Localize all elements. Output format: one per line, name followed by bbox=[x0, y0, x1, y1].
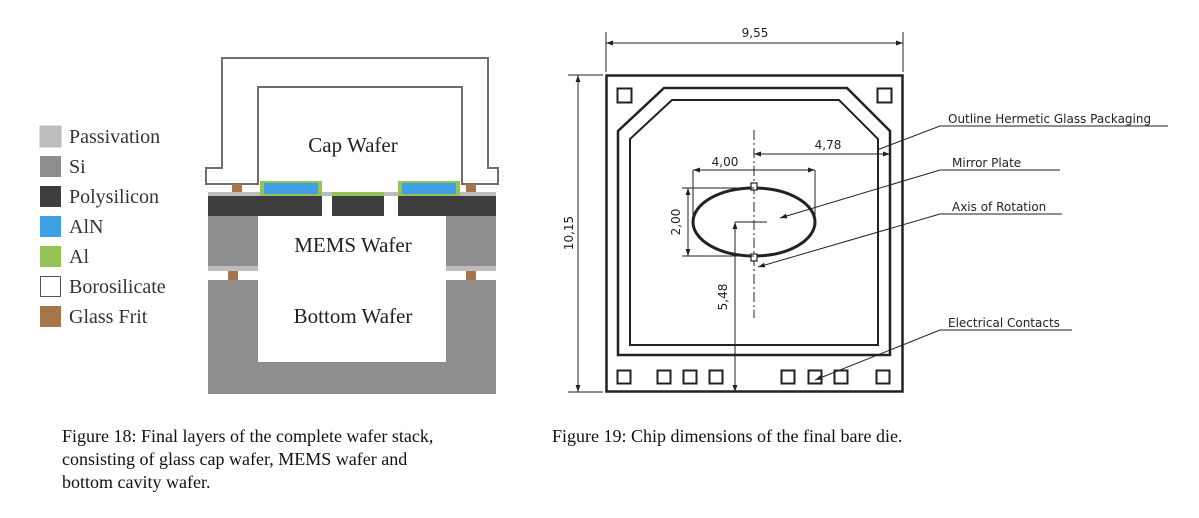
glass-package-outer bbox=[616, 86, 892, 357]
legend-label-polysilicon: Polysilicon bbox=[69, 186, 159, 208]
glass-frit-top-left bbox=[232, 184, 242, 192]
contact-pad bbox=[682, 369, 698, 385]
mems-wafer-si-left bbox=[208, 216, 258, 266]
legend: Passivation Si Polysilicon AlN Al Borosi… bbox=[39, 125, 166, 328]
legend-swatch-polysilicon bbox=[40, 186, 61, 207]
contact-pad bbox=[833, 369, 849, 385]
al-center bbox=[332, 192, 384, 196]
legend-swatch-aln bbox=[40, 216, 61, 237]
legend-item-polysilicon: Polysilicon bbox=[40, 186, 159, 208]
callout-outline: Outline Hermetic Glass Packaging bbox=[948, 112, 1151, 126]
leader-axis bbox=[757, 213, 1062, 268]
callout-mirror: Mirror Plate bbox=[952, 156, 1021, 170]
dim-mirror-width-value: 4,00 bbox=[712, 155, 739, 169]
contact-pad bbox=[807, 369, 823, 385]
legend-swatch-al bbox=[40, 246, 61, 267]
figure19: 9,55 10,15 4,00 4,78 2,00 5,48 Outline H… bbox=[562, 26, 1168, 393]
legend-label-glass-frit: Glass Frit bbox=[69, 306, 148, 328]
cap-wafer bbox=[205, 57, 499, 185]
polysilicon-left bbox=[208, 196, 322, 216]
legend-label-si: Si bbox=[69, 156, 86, 178]
torsion-hinge-top bbox=[750, 182, 758, 191]
legend-label-borosilicate: Borosilicate bbox=[69, 276, 166, 298]
die-outline bbox=[605, 74, 904, 393]
legend-item-borosilicate: Borosilicate bbox=[40, 276, 166, 298]
dim-mirror-height-value: 2,00 bbox=[669, 209, 683, 236]
wafer-cross-section: Cap Wafer MEMS Wafer Bottom Wafer bbox=[205, 57, 499, 394]
leader-outline bbox=[876, 125, 1168, 151]
corner-pad-top-left bbox=[616, 87, 633, 104]
legend-swatch-glass-frit bbox=[40, 306, 61, 327]
glass-frit-top-right bbox=[466, 184, 476, 192]
aln-left bbox=[264, 183, 318, 194]
legend-item-passivation: Passivation bbox=[39, 125, 160, 148]
legend-swatch-passivation bbox=[39, 125, 62, 148]
aln-right bbox=[402, 183, 456, 194]
figure18-caption: Figure 18: Final layers of the complete … bbox=[62, 426, 434, 492]
torsion-hinge-bottom bbox=[750, 253, 758, 262]
legend-swatch-borosilicate bbox=[40, 276, 61, 297]
contact-pad bbox=[780, 369, 796, 385]
glass-frit-bottom-right bbox=[466, 271, 476, 280]
passivation-lower-right bbox=[446, 266, 496, 271]
dim-height-value: 10,15 bbox=[562, 216, 576, 250]
contact-pad bbox=[656, 369, 672, 385]
legend-item-si: Si bbox=[40, 156, 86, 178]
cap-wafer-label: Cap Wafer bbox=[308, 133, 397, 157]
legend-label-al: Al bbox=[69, 246, 89, 268]
dim-width-value: 9,55 bbox=[742, 26, 769, 40]
legend-label-passivation: Passivation bbox=[69, 126, 160, 148]
polysilicon-center bbox=[332, 196, 384, 216]
mems-wafer-label: MEMS Wafer bbox=[294, 233, 412, 257]
passivation-lower-left bbox=[208, 266, 258, 271]
bottom-wafer-label: Bottom Wafer bbox=[294, 304, 413, 328]
contact-pad bbox=[875, 369, 891, 385]
leader-mirror bbox=[779, 169, 1060, 219]
figure18: Passivation Si Polysilicon AlN Al Borosi… bbox=[39, 57, 499, 394]
polysilicon-right bbox=[398, 196, 496, 216]
callout-contacts: Electrical Contacts bbox=[948, 316, 1060, 330]
legend-label-aln: AlN bbox=[69, 216, 103, 238]
legend-item-al: Al bbox=[40, 246, 89, 268]
dim-offset-y-value: 5,48 bbox=[716, 284, 730, 311]
corner-pad-top-right bbox=[876, 87, 893, 104]
figure19-caption: Figure 19: Chip dimensions of the final … bbox=[552, 426, 903, 446]
legend-item-aln: AlN bbox=[40, 216, 103, 238]
contact-pad bbox=[708, 369, 724, 385]
bottom-wafer-si bbox=[208, 280, 496, 394]
leader-contacts bbox=[814, 329, 1072, 381]
callout-axis: Axis of Rotation bbox=[952, 200, 1046, 214]
dim-offset-x-value: 4,78 bbox=[815, 138, 842, 152]
legend-swatch-si bbox=[40, 156, 61, 177]
glass-package-inner bbox=[629, 99, 879, 346]
legend-item-glass-frit: Glass Frit bbox=[40, 306, 148, 328]
contact-pad bbox=[616, 369, 632, 385]
electrical-contacts bbox=[616, 369, 891, 385]
mems-wafer-si-right bbox=[446, 216, 496, 266]
glass-frit-bottom-left bbox=[228, 271, 238, 280]
